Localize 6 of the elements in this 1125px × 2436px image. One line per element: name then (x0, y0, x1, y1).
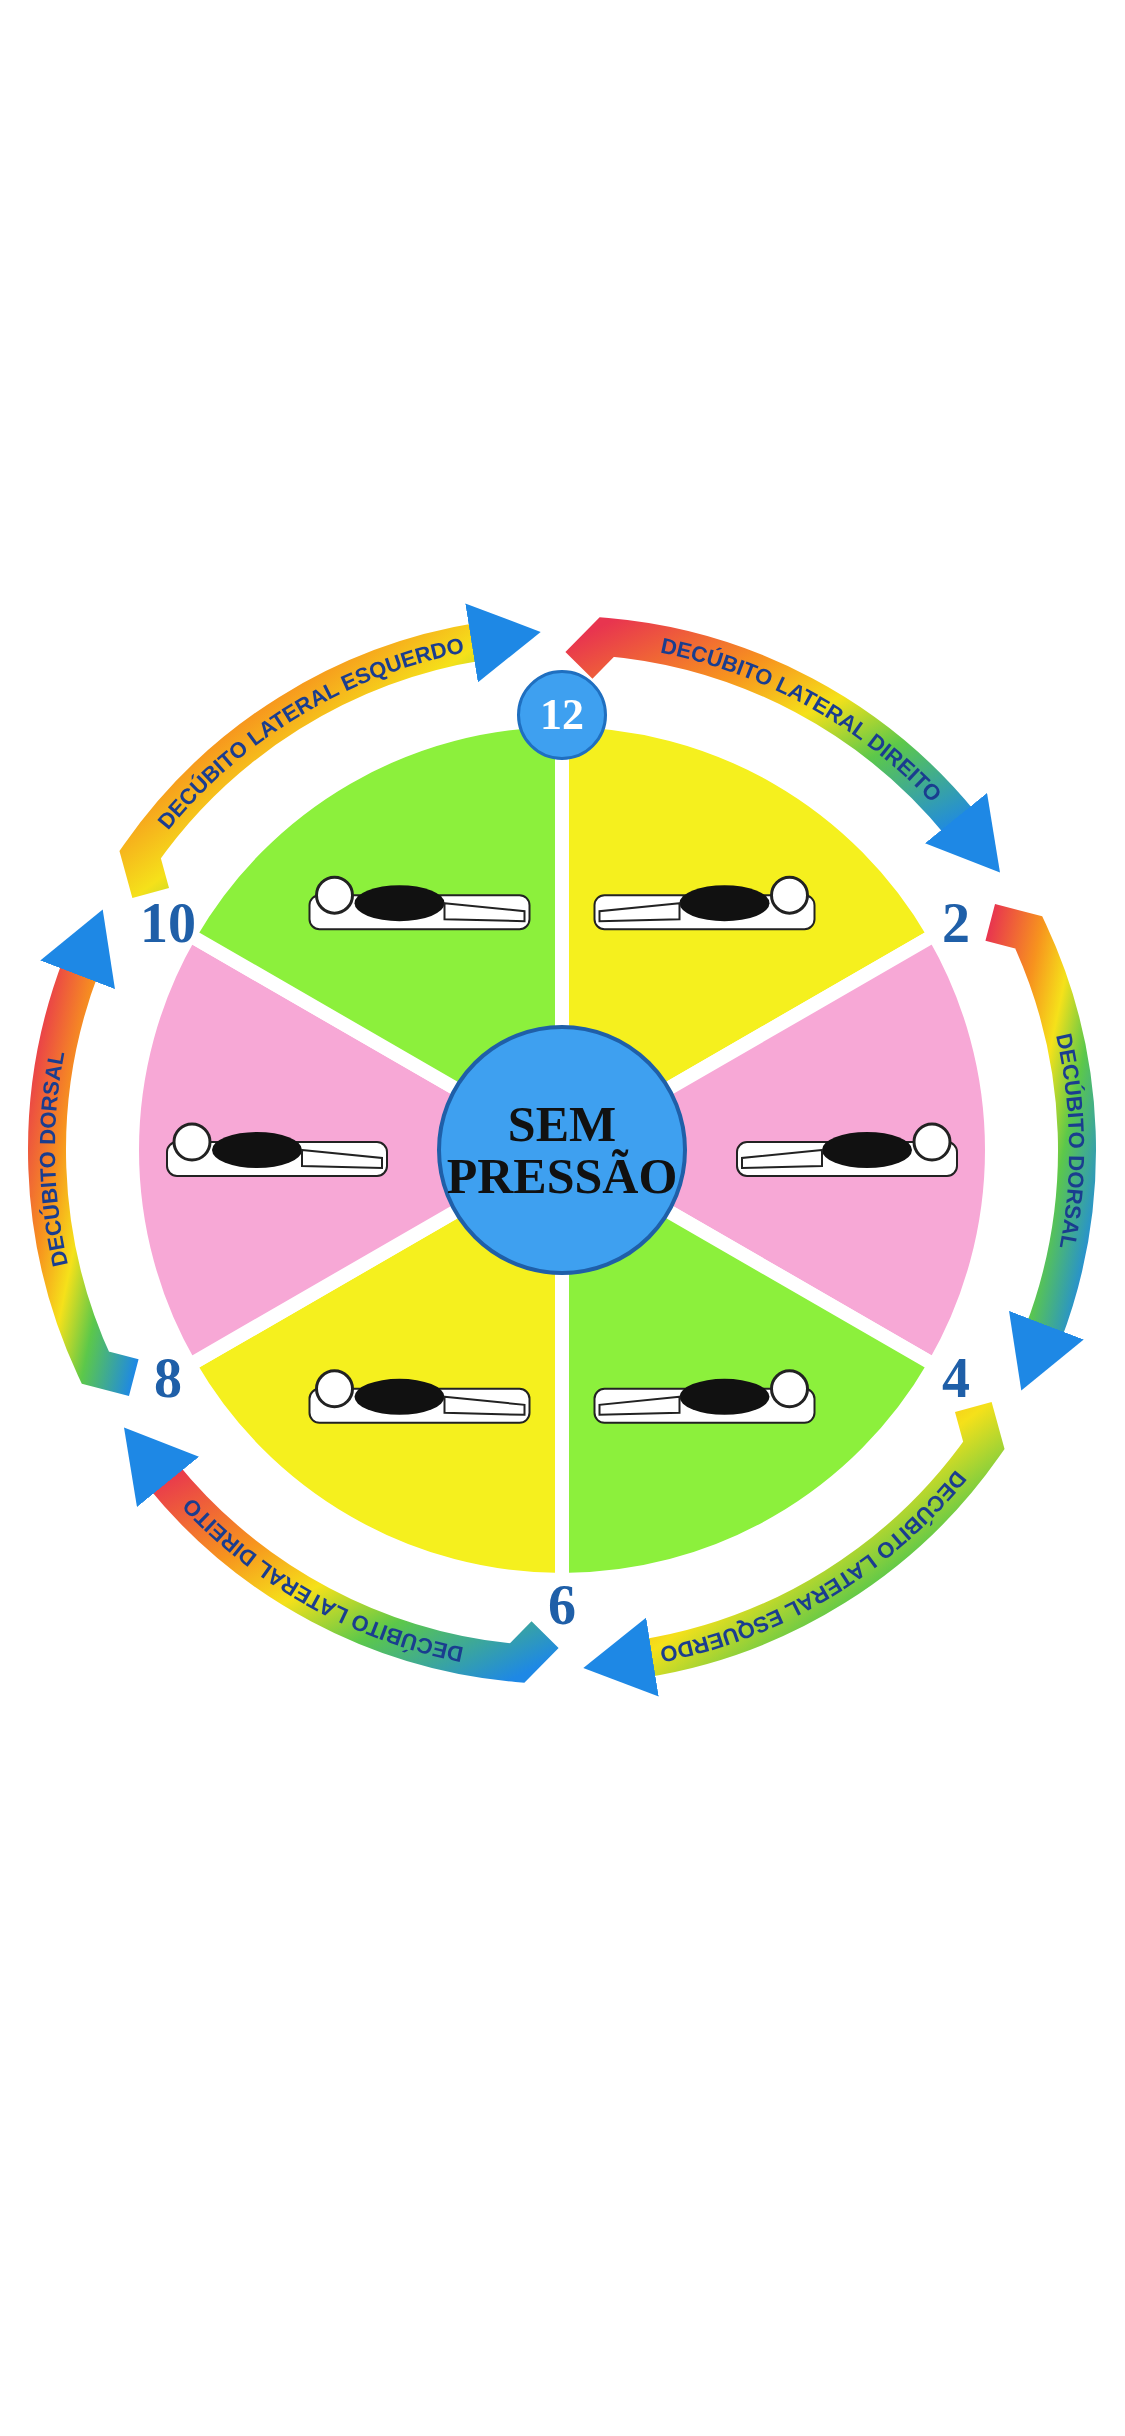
hour-number: 2 (942, 894, 971, 951)
hour-circle: 12 (517, 670, 607, 760)
hour-number: 4 (942, 1349, 971, 1406)
hour-number: 10 (139, 894, 196, 951)
hour-number: 8 (153, 1349, 182, 1406)
hour-number: 6 (548, 1577, 576, 1633)
